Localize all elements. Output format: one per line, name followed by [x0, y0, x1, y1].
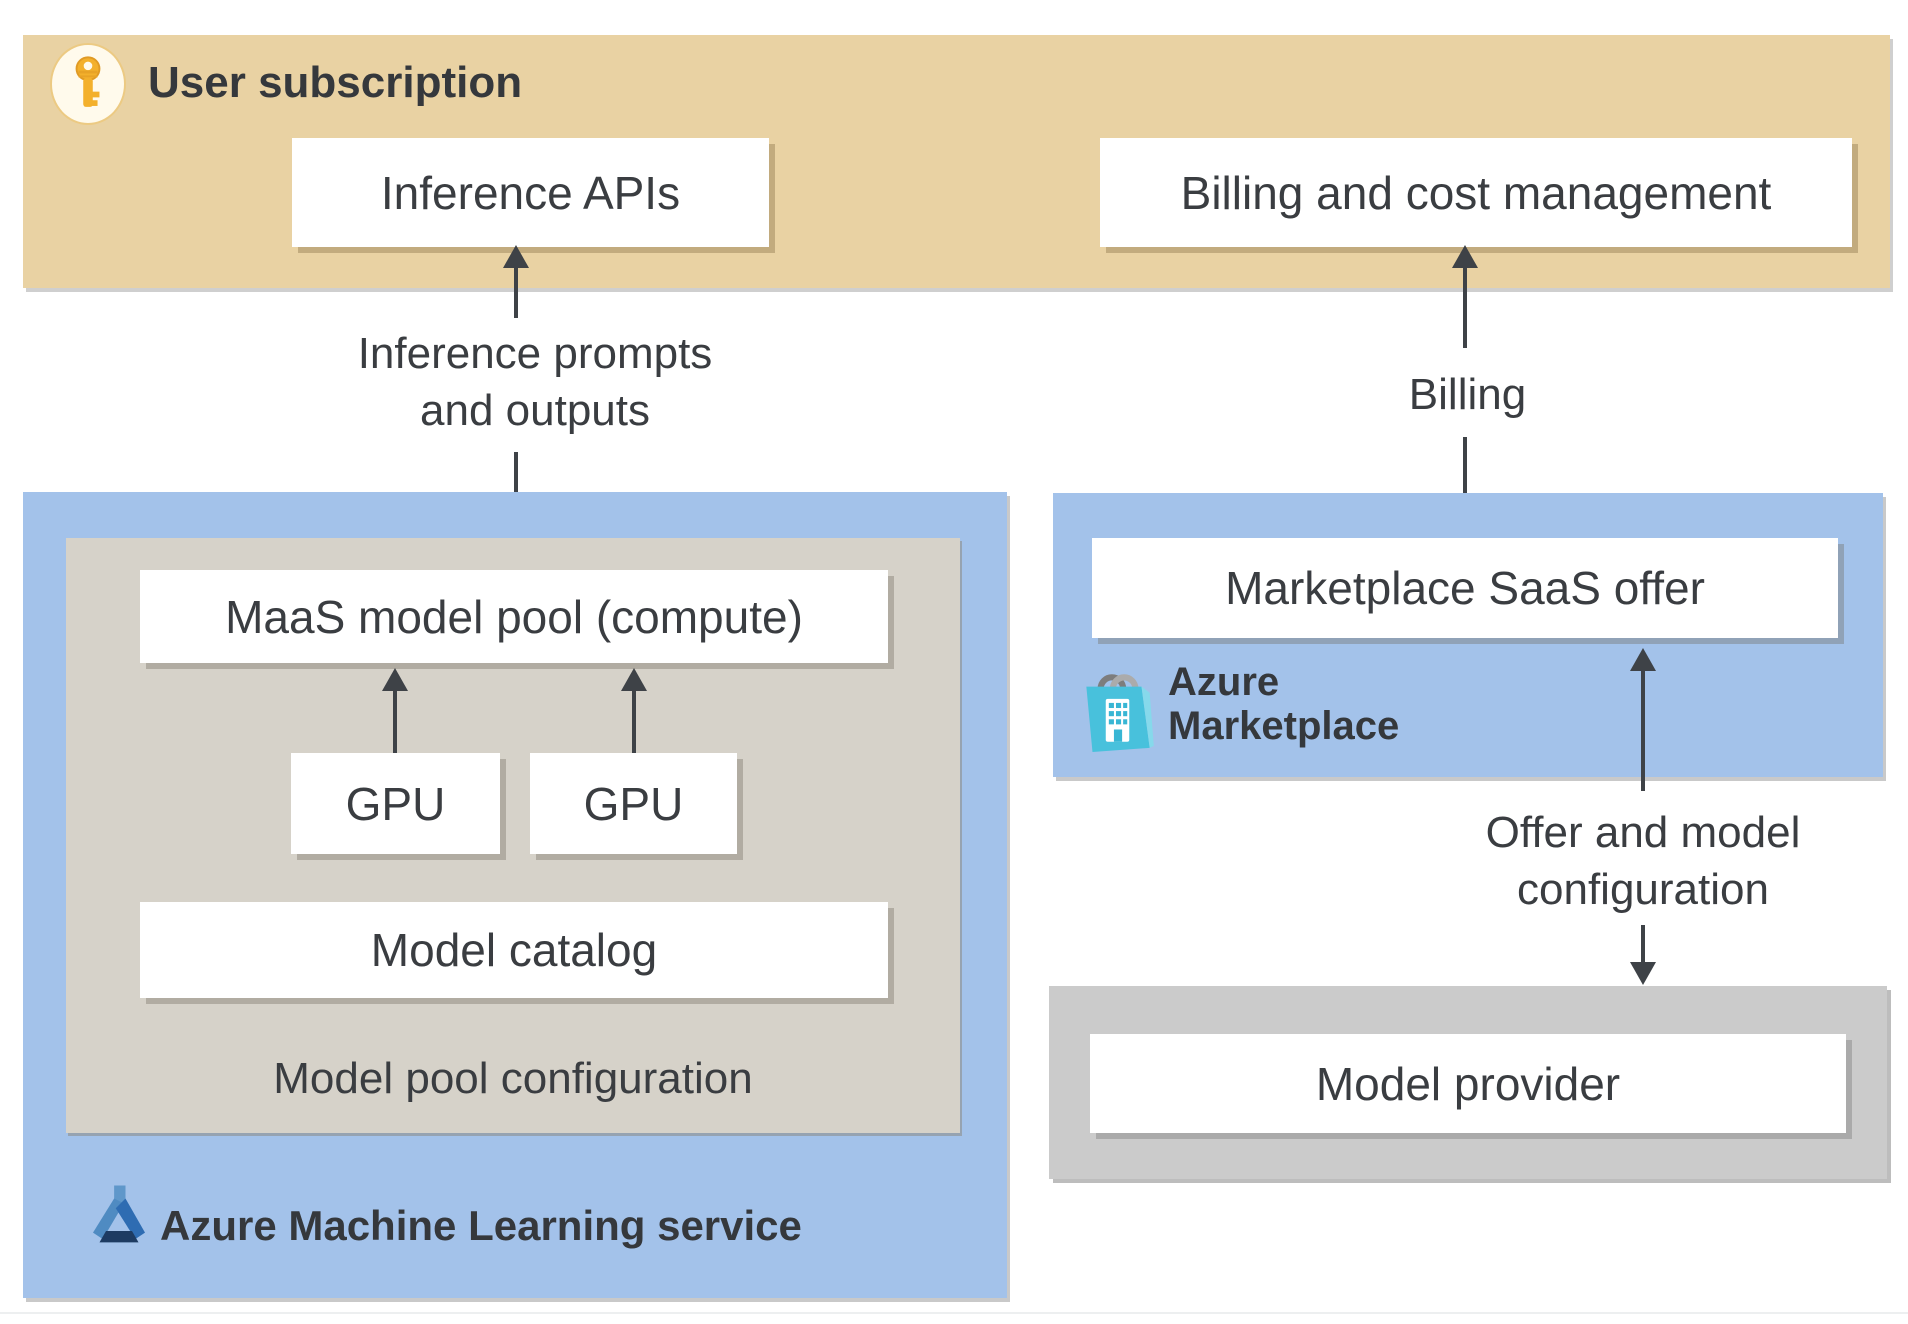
inference-arrow-down-shaft [514, 452, 518, 512]
offer-arrow-down-shaft [1641, 925, 1645, 963]
model-catalog-box: Model catalog [140, 902, 888, 998]
user-subscription-title: User subscription [148, 58, 523, 107]
key-icon [75, 56, 101, 107]
gpu-right-arrow-head [621, 668, 647, 691]
inference-apis-box: Inference APIs [292, 138, 769, 247]
inference-prompts-label: Inference prompts and outputs [357, 329, 713, 435]
gpu-left-arrow-shaft [393, 689, 397, 753]
marketplace-icon-wrap [1078, 660, 1156, 759]
gpu-right-box: GPU [530, 753, 737, 854]
flask-icon [93, 1185, 145, 1243]
gpu-left-box: GPU [291, 753, 500, 854]
billing-arrow-up-head [1452, 245, 1478, 268]
billing-label: Billing [1408, 370, 1527, 419]
model-pool-configuration-label: Model pool configuration [273, 1054, 753, 1103]
offer-config-label: Offer and model configuration [1485, 808, 1801, 914]
aml-flask-icon-wrap [93, 1178, 145, 1263]
offer-arrow-up-head [1630, 648, 1656, 671]
offer-arrow-down-head [1630, 962, 1656, 985]
gpu-right-arrow-shaft [632, 689, 636, 753]
key-icon-badge [50, 43, 126, 125]
offer-arrow-up-shaft [1641, 669, 1645, 791]
aml-service-title: Azure Machine Learning service [160, 1202, 802, 1249]
gpu-left-arrow-head [382, 668, 408, 691]
billing-arrow-down-shaft [1463, 437, 1467, 513]
azure-marketplace-title: Azure Marketplace [1168, 660, 1400, 748]
billing-cost-management-box: Billing and cost management [1100, 138, 1852, 247]
billing-arrow-up-shaft [1463, 266, 1467, 348]
maas-model-pool-box: MaaS model pool (compute) [140, 570, 888, 663]
inference-arrow-up-shaft [514, 266, 518, 318]
page-bottom-divider [0, 1312, 1908, 1314]
model-provider-box: Model provider [1090, 1034, 1846, 1133]
shopping-bag-icon [1086, 674, 1154, 752]
inference-arrow-up-head [503, 245, 529, 268]
marketplace-saas-offer-box: Marketplace SaaS offer [1092, 538, 1838, 638]
